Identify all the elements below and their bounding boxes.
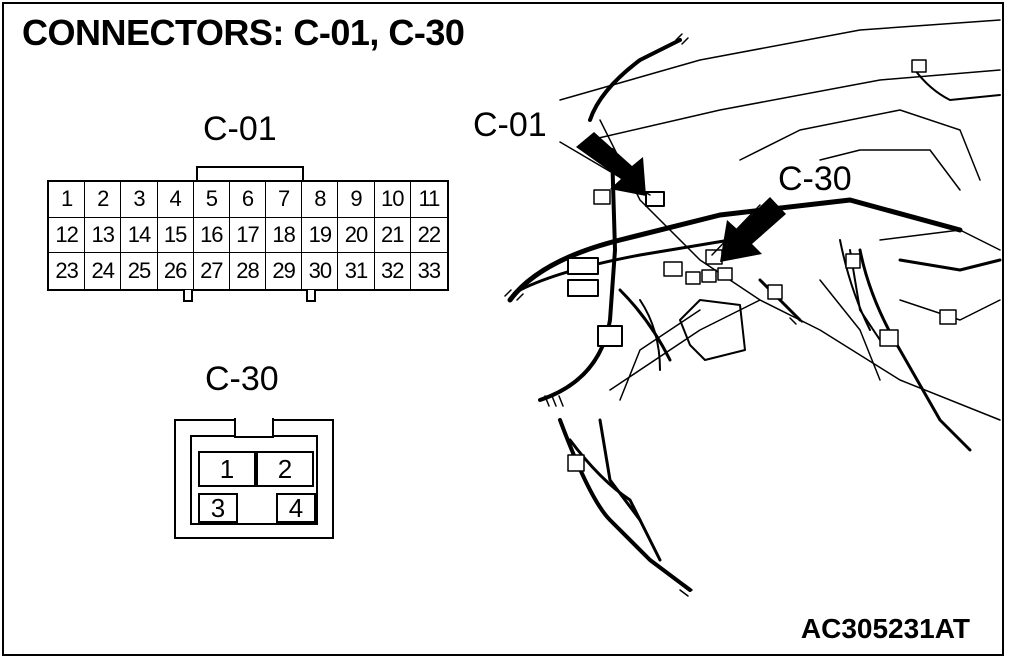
c01-pin-28: 28 <box>230 253 267 289</box>
c01-arrow-icon <box>576 132 646 196</box>
c01-pin-25: 25 <box>121 253 158 289</box>
c01-pin-26: 26 <box>158 253 194 289</box>
c01-pin-4: 4 <box>157 182 194 218</box>
c01-pin-12: 12 <box>49 217 86 254</box>
c01-pin-5: 5 <box>193 182 230 218</box>
c01-key-left <box>183 290 193 302</box>
c30-label: C-30 <box>205 360 279 398</box>
c01-pin-17: 17 <box>229 217 267 254</box>
c01-pin-30: 30 <box>302 253 339 289</box>
c30-connector-face: 1 2 3 4 <box>174 418 334 539</box>
c01-pin-20: 20 <box>338 217 375 254</box>
figure-code: AC305231AT <box>800 613 970 644</box>
c01-pin-3: 3 <box>121 182 158 218</box>
cluster-hood <box>739 109 981 181</box>
c01-pin-8: 8 <box>302 182 339 218</box>
harness-left-drop <box>538 148 617 402</box>
c01-pin-6: 6 <box>229 182 267 218</box>
c01-pin-18: 18 <box>266 217 303 254</box>
dash-top-edge <box>559 19 1001 101</box>
c01-pin-1: 1 <box>49 182 86 218</box>
c01-label: C-01 <box>203 110 277 148</box>
harness-upper <box>588 38 682 122</box>
c01-pin-21: 21 <box>374 217 411 254</box>
c01-pin-27: 27 <box>194 253 230 289</box>
c01-pin-11: 11 <box>410 182 447 218</box>
c01-pin-7: 7 <box>266 182 303 218</box>
c01-latch-tab <box>196 166 304 181</box>
harness-right-branch <box>858 248 972 452</box>
c01-pin-31: 31 <box>338 253 375 289</box>
control-unit-box <box>679 299 746 361</box>
harness-lower-branch <box>558 418 692 592</box>
c30-pin-2: 2 <box>256 451 314 487</box>
c30-callout-label: C-30 <box>778 160 852 198</box>
c01-pin-16: 16 <box>193 217 230 254</box>
c01-pin-15: 15 <box>157 217 194 254</box>
diagram-title: CONNECTORS: C-01, C-30 <box>22 12 465 53</box>
c01-pin-29: 29 <box>266 253 303 289</box>
c01-pin-14: 14 <box>121 217 158 254</box>
c30-pin-1: 1 <box>198 451 256 487</box>
c30-pin-4: 4 <box>276 493 316 523</box>
dash-upper-panel <box>589 69 1001 141</box>
c01-pin-32: 32 <box>375 253 411 289</box>
c01-pin-2: 2 <box>85 182 122 218</box>
c01-pin-24: 24 <box>85 253 122 289</box>
c01-pin-19: 19 <box>302 217 339 254</box>
c30-pin-3: 3 <box>198 493 238 523</box>
c01-pin-10: 10 <box>374 182 411 218</box>
c01-pin-33: 33 <box>417 258 441 284</box>
c01-pin-9: 9 <box>338 182 375 218</box>
c01-pin-23: 23 <box>49 253 86 289</box>
c01-pin-22: 22 <box>410 218 447 254</box>
c01-key-right <box>306 290 316 302</box>
c30-latch-tab <box>234 418 274 438</box>
c01-callout-label: C-01 <box>473 106 547 144</box>
c30-arrow-icon <box>720 197 786 262</box>
c01-pin-13: 13 <box>85 217 122 254</box>
